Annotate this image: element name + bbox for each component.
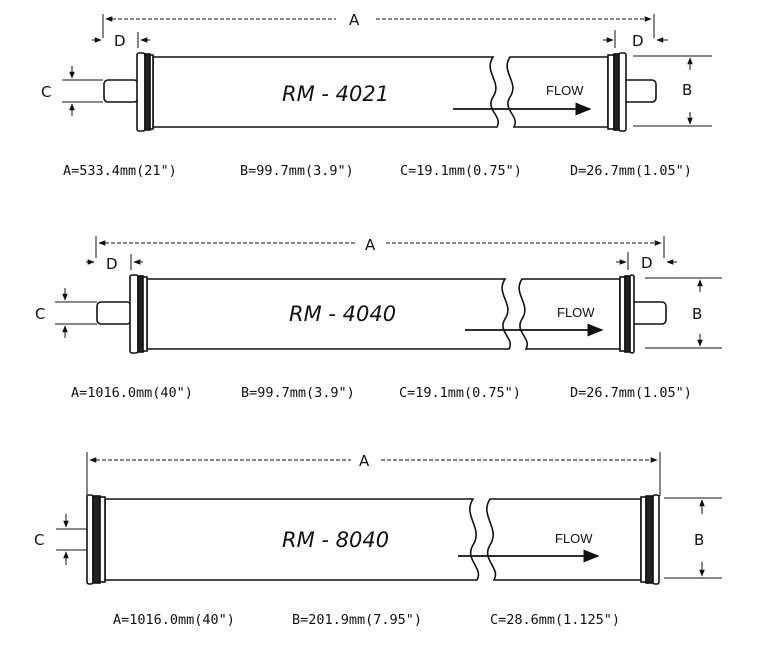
end-cap-right	[607, 52, 627, 132]
pipe-left	[103, 79, 139, 103]
flow-label: FLOW	[546, 83, 584, 98]
tube-left-section	[104, 498, 480, 581]
dim-label-c: C	[34, 531, 44, 549]
dimension-d-left	[86, 254, 143, 270]
model-name: RM - 4040	[289, 302, 396, 326]
dim-label-d-left: D	[114, 32, 126, 50]
tube-left-section	[152, 56, 500, 128]
spec-b: B=201.9mm(7.95")	[292, 612, 422, 628]
end-cap-right	[619, 274, 635, 354]
dimension-d-right	[603, 30, 668, 48]
dimension-b	[645, 277, 722, 349]
model-name: RM - 8040	[282, 528, 389, 552]
spec-c: C=19.1mm(0.75")	[400, 163, 522, 179]
spec-d: D=26.7mm(1.05")	[570, 385, 692, 401]
dimension-a	[95, 236, 665, 258]
dim-label-c: C	[41, 83, 51, 101]
dim-label-c: C	[35, 305, 45, 323]
dimension-b	[633, 55, 712, 127]
dimension-d-right	[616, 252, 677, 270]
dimension-d-left	[92, 32, 150, 48]
membrane-rm-4021: A D D C B	[41, 11, 712, 132]
dim-label-a: A	[349, 11, 360, 29]
spec-c: C=28.6mm(1.125")	[490, 612, 620, 628]
dim-label-a: A	[359, 452, 370, 470]
spec-c: C=19.1mm(0.75")	[399, 385, 521, 401]
membrane-rm-8040: A C B	[34, 452, 722, 585]
spec-b: B=99.7mm(3.9")	[240, 163, 354, 179]
dim-label-b: B	[694, 531, 704, 549]
end-cap-left	[136, 52, 154, 132]
spec-a: A=533.4mm(21")	[63, 163, 177, 179]
membrane-rm-4040: A D D C B	[35, 236, 722, 354]
dim-label-d-right: D	[632, 32, 644, 50]
dim-label-d-left: D	[106, 255, 118, 273]
dimension-b	[664, 497, 722, 579]
tube-right-section	[486, 498, 642, 581]
pipe-left	[96, 301, 132, 325]
dim-label-b: B	[682, 81, 692, 99]
dimension-c	[62, 66, 103, 116]
end-cap-right	[640, 494, 660, 585]
flow-label: FLOW	[557, 305, 595, 320]
spec-d: D=26.7mm(1.05")	[570, 163, 692, 179]
spec-a: A=1016.0mm(40")	[113, 612, 235, 628]
end-cap-left	[86, 494, 106, 585]
dimension-a	[86, 452, 661, 496]
dimension-c	[55, 288, 97, 338]
end-cap-left	[129, 274, 148, 354]
dim-label-a: A	[365, 236, 376, 254]
dim-label-d-right: D	[641, 254, 653, 272]
flow-label: FLOW	[555, 531, 593, 546]
spec-b: B=99.7mm(3.9")	[241, 385, 355, 401]
tube-left-section	[146, 278, 512, 350]
dimension-a	[102, 14, 655, 38]
spec-a: A=1016.0mm(40")	[71, 385, 193, 401]
model-name: RM - 4021	[282, 82, 389, 106]
dimension-c	[56, 514, 88, 565]
dim-label-b: B	[692, 305, 702, 323]
